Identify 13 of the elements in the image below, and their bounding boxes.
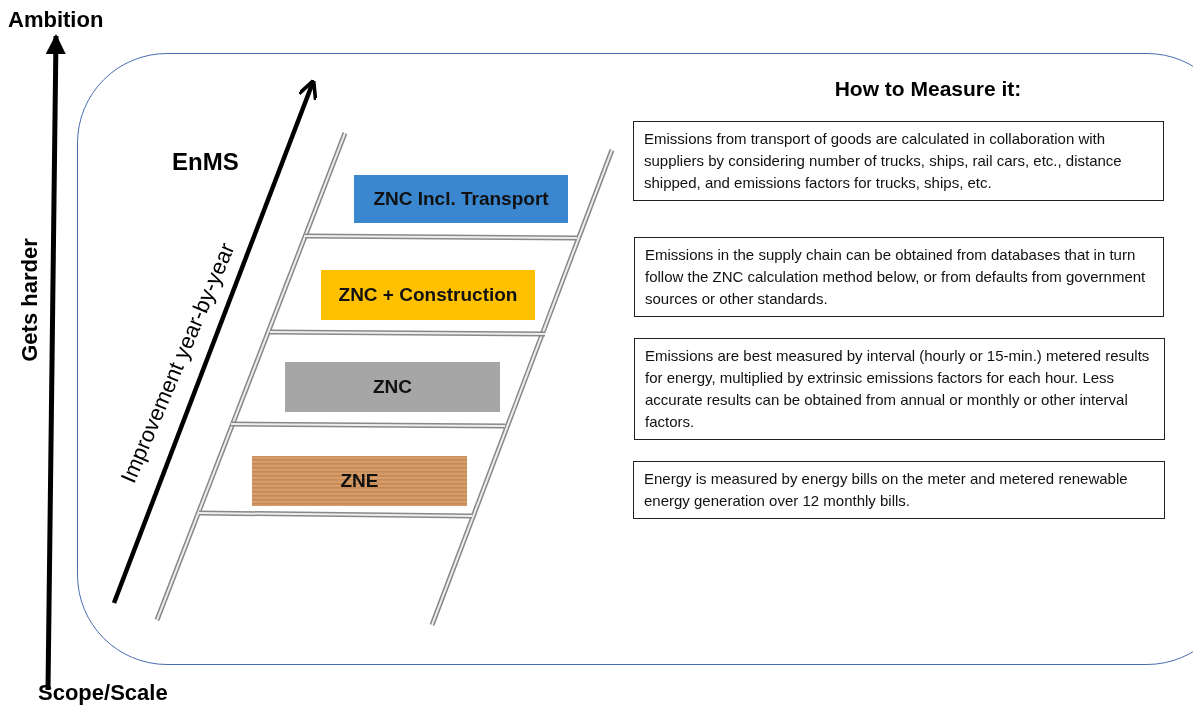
- panel-heading: How to Measure it:: [833, 77, 1023, 101]
- step-label-box: ZNC: [285, 362, 500, 412]
- axis-label: Scope/Scale: [38, 680, 168, 706]
- description-box: Energy is measured by energy bills on the meter and metered renewable energy generation over 12 monthly bills.: [633, 461, 1165, 519]
- step-label-box: ZNC Incl. Transport: [354, 175, 568, 223]
- axis-label: Gets harder: [17, 238, 43, 362]
- step-label-box: ZNE: [252, 456, 467, 506]
- description-box: Emissions from transport of goods are calculated in collaboration with suppliers by considering number of trucks, ships, rail cars, etc., distance shipped, and emissions factors for trucks, ships, etc.: [633, 121, 1164, 201]
- description-box: Emissions are best measured by interval (hourly or 15-min.) metered results for energy, multiplied by extrinsic emissions factors for each hour. Less accurate results can be obtained from annual or monthly or other interval factors.: [634, 338, 1165, 440]
- step-label-box: ZNC + Construction: [321, 270, 535, 320]
- heading-label: EnMS: [172, 148, 239, 176]
- description-box: Emissions in the supply chain can be obtained from databases that in turn follow the ZNC calculation method below, or from defaults from government sources or other standards.: [634, 237, 1164, 317]
- axis-label: Ambition: [8, 7, 104, 33]
